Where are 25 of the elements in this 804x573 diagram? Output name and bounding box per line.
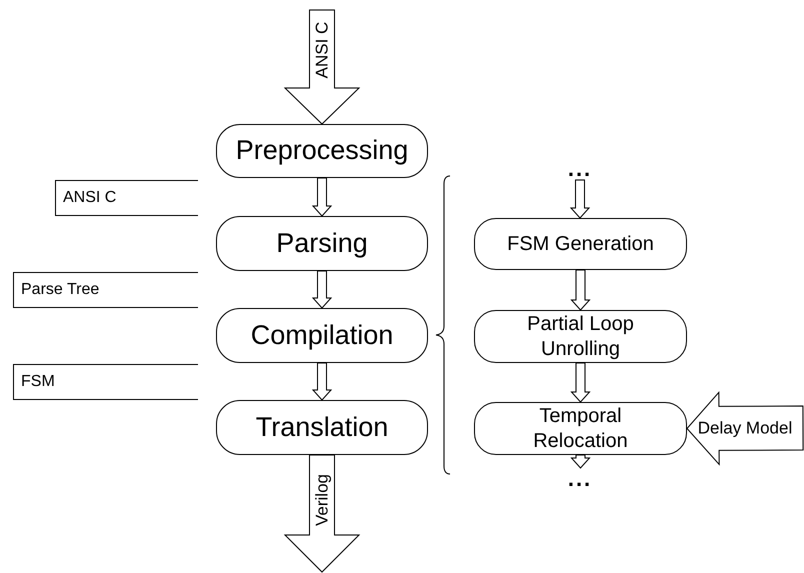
- block-arrow: [284, 454, 360, 573]
- process-box: Compilation: [216, 308, 428, 363]
- ellipsis-text: ...: [560, 468, 600, 490]
- process-box: Preprocessing: [216, 124, 428, 178]
- block-arrow: [570, 454, 591, 469]
- block-arrow: [284, 10, 360, 125]
- block-arrow: [312, 362, 332, 401]
- block-arrow: [570, 180, 590, 219]
- process-box: Translation: [216, 400, 428, 455]
- process-box: Temporal Relocation: [474, 402, 687, 455]
- block-arrow: [686, 391, 804, 466]
- block-arrow: [570, 362, 591, 403]
- data-tab: ANSI C: [55, 180, 198, 216]
- data-tab: FSM: [13, 364, 198, 400]
- edge-label: Delay Model: [698, 420, 792, 436]
- edge-label: Verilog: [314, 474, 330, 526]
- ellipsis-text: ...: [560, 158, 600, 180]
- process-box: Partial Loop Unrolling: [474, 310, 687, 363]
- block-arrow: [312, 270, 332, 309]
- edge-label: ANSI C: [314, 22, 330, 78]
- data-tab: Parse Tree: [13, 272, 198, 308]
- process-box: Parsing: [216, 216, 428, 271]
- block-arrow: [570, 270, 591, 311]
- process-box: FSM Generation: [474, 218, 687, 270]
- block-arrow: [312, 178, 332, 217]
